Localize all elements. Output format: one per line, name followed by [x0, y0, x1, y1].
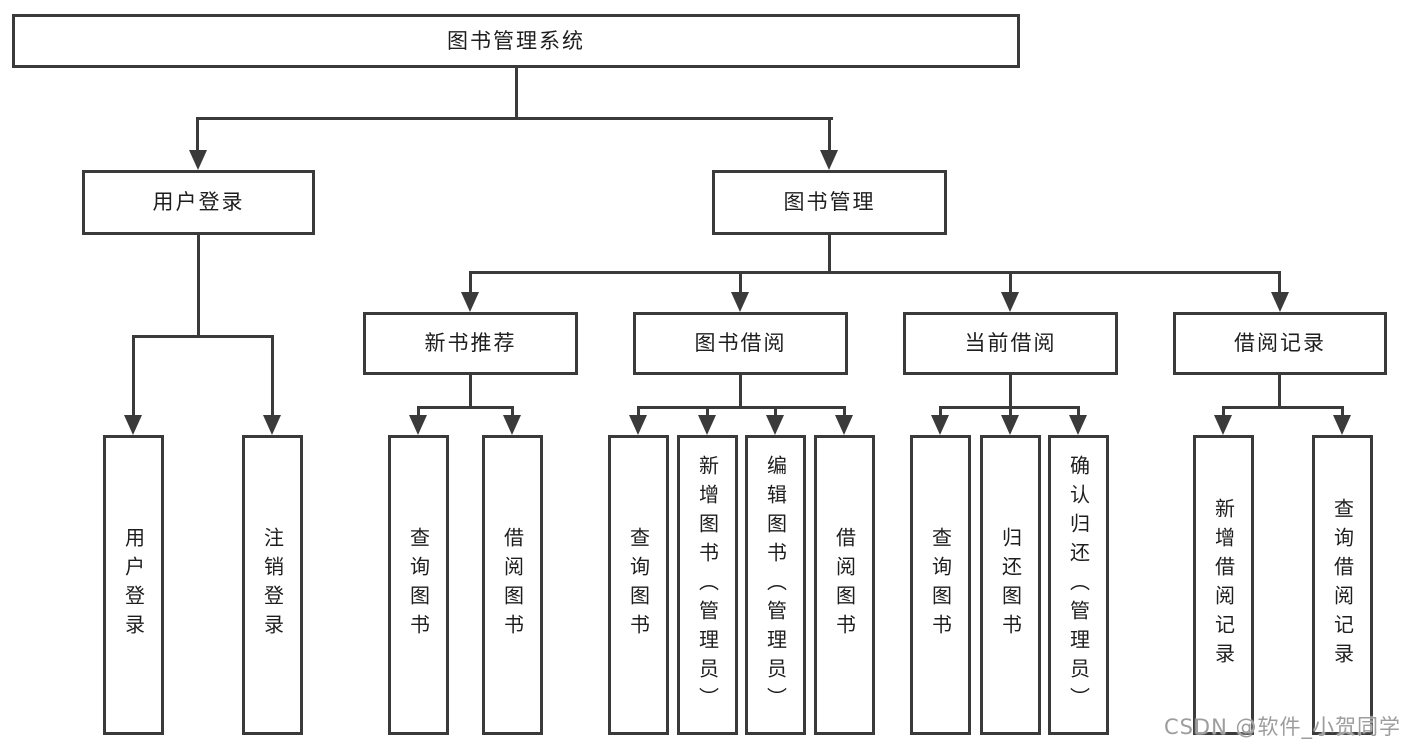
node-book-management: 图书管理: [712, 170, 947, 235]
connector-line: [706, 406, 709, 417]
node-book-borrowing: 图书借阅: [633, 312, 848, 375]
arrow-down-icon: [263, 415, 281, 435]
connector-line: [739, 375, 742, 409]
node-add-borrow-record: 新增借阅记录: [1193, 435, 1254, 735]
connector-line: [1222, 406, 1225, 417]
connector-line: [511, 406, 514, 417]
node-user-login: 用户登录: [82, 170, 315, 235]
node-confirm-return-admin: 确认归还（管理员）: [1048, 435, 1109, 735]
connector-line: [515, 68, 518, 118]
arrow-down-icon: [503, 415, 521, 435]
connector-line: [1009, 271, 1012, 294]
connector-line: [1077, 406, 1080, 417]
arrow-down-icon: [931, 415, 949, 435]
connector-line: [469, 271, 1281, 274]
arrow-down-icon: [731, 292, 749, 312]
arrow-down-icon: [820, 150, 838, 170]
arrow-down-icon: [698, 415, 716, 435]
connector-line: [196, 117, 199, 154]
arrow-down-icon: [1271, 292, 1289, 312]
node-current-borrowing: 当前借阅: [903, 312, 1118, 375]
connector-line: [939, 406, 942, 417]
arrow-down-icon: [189, 150, 207, 170]
connector-line: [271, 335, 274, 415]
node-add-books-admin: 新增图书（管理员）: [677, 435, 738, 735]
connector-line: [417, 406, 514, 409]
connector-line: [1222, 406, 1344, 409]
connector-line: [774, 406, 777, 417]
connector-line: [637, 406, 846, 409]
watermark: CSDN @软件_小贺同学: [1163, 715, 1401, 739]
node-logout-action: 注销登录: [242, 435, 303, 735]
node-borrow-books-action: 借阅图书: [814, 435, 875, 735]
connector-line: [417, 406, 420, 417]
arrow-down-icon: [629, 415, 647, 435]
node-borrowing-records: 借阅记录: [1173, 312, 1387, 375]
node-query-books-recommend: 查询图书: [388, 435, 449, 735]
connector-line: [1009, 375, 1012, 409]
node-new-book-recommendation: 新书推荐: [363, 312, 578, 375]
connector-line: [828, 117, 831, 154]
connector-line: [1278, 271, 1281, 294]
arrow-down-icon: [1001, 292, 1019, 312]
connector-line: [469, 375, 472, 409]
arrow-down-icon: [835, 415, 853, 435]
connector-line: [739, 271, 742, 294]
node-query-books-borrow: 查询图书: [608, 435, 669, 735]
connector-line: [828, 235, 831, 274]
node-edit-books-admin: 编辑图书（管理员）: [745, 435, 806, 735]
arrow-down-icon: [1069, 415, 1087, 435]
node-return-books: 归还图书: [980, 435, 1041, 735]
arrow-down-icon: [124, 415, 142, 435]
arrow-down-icon: [1001, 415, 1019, 435]
node-query-books-current: 查询图书: [910, 435, 971, 735]
node-user-login-action: 用户登录: [103, 435, 164, 735]
connector-line: [1278, 375, 1281, 409]
arrow-down-icon: [1333, 415, 1351, 435]
connector-line: [132, 335, 274, 338]
arrow-down-icon: [409, 415, 427, 435]
node-borrow-books-recommend: 借阅图书: [482, 435, 543, 735]
connector-line: [1009, 406, 1012, 417]
node-query-borrow-record: 查询借阅记录: [1312, 435, 1373, 735]
connector-line: [132, 335, 135, 415]
connector-line: [1341, 406, 1344, 417]
connector-line: [197, 235, 200, 338]
arrow-down-icon: [1214, 415, 1232, 435]
arrow-down-icon: [766, 415, 784, 435]
connector-line: [469, 271, 472, 294]
connector-line: [637, 406, 640, 417]
arrow-down-icon: [461, 292, 479, 312]
connector-line: [843, 406, 846, 417]
node-library-management-system: 图书管理系统: [12, 14, 1020, 68]
connector-line: [196, 117, 833, 120]
